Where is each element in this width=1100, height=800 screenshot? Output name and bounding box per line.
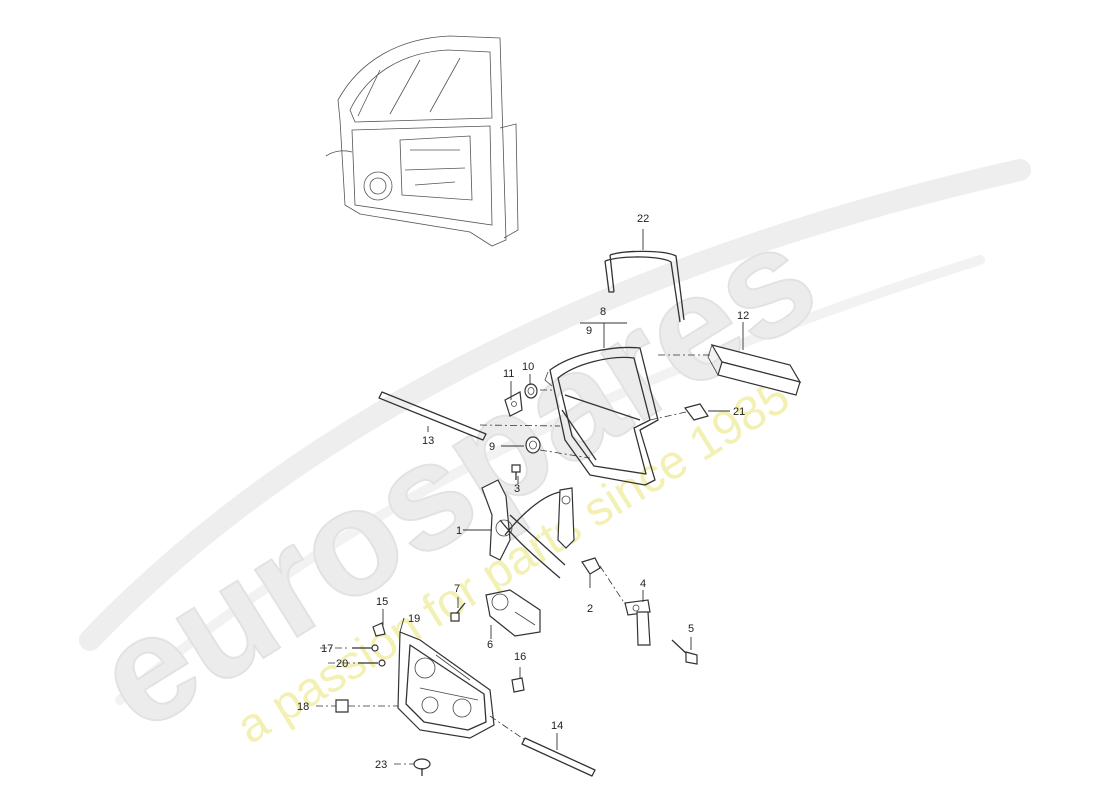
watermark: eurospares a passion for parts since 198… — [67, 159, 1031, 763]
part-3-screw — [511, 464, 521, 480]
leader-lines — [316, 229, 744, 765]
callout-3: 3 — [514, 483, 520, 495]
callout-19: 19 — [408, 613, 420, 625]
callout-11: 11 — [503, 368, 514, 380]
callout-16: 16 — [514, 651, 526, 663]
callout-7: 7 — [454, 583, 460, 595]
callout-18: 18 — [297, 701, 309, 713]
part-16-clip — [511, 677, 525, 693]
part-20-fastener — [358, 659, 386, 667]
callout-5: 5 — [688, 623, 694, 635]
callout-6: 6 — [487, 639, 493, 651]
callout-17: 17 — [321, 643, 333, 655]
callout-12: 12 — [737, 310, 749, 322]
part-18-bolt — [335, 699, 349, 713]
callout-21: 21 — [733, 406, 745, 418]
part-11-bracket — [504, 391, 523, 417]
callout-14: 14 — [551, 720, 563, 732]
part-21-clip — [683, 403, 709, 421]
watermark-swoosh — [79, 159, 1031, 651]
callout-22: 22 — [637, 213, 649, 225]
part-19-door-module-panel — [397, 631, 495, 739]
door-overview-illustration — [325, 35, 519, 247]
part-8-window-frame — [544, 346, 659, 486]
part-9-bushing — [525, 436, 541, 454]
part-10-bushing — [524, 383, 538, 399]
callout-4: 4 — [640, 578, 646, 590]
callout-13: 13 — [422, 435, 434, 447]
callout-20: 20 — [336, 658, 348, 670]
part-7-screw — [450, 602, 466, 622]
part-5-bolt — [671, 639, 698, 665]
callout-10: 10 — [522, 361, 534, 373]
part-17-fastener — [352, 644, 379, 652]
callout-9-lower: 9 — [489, 441, 495, 453]
callout-23: 23 — [375, 759, 387, 771]
part-4-bracket — [624, 599, 651, 646]
callout-2: 2 — [587, 603, 593, 615]
part-1-window-regulator — [481, 479, 575, 579]
callout-9-upper: 9 — [586, 325, 592, 337]
callout-15: 15 — [376, 596, 388, 608]
callout-labels: 22 8 9 12 10 11 13 9 3 1 21 2 4 5 6 7 15… — [297, 213, 749, 771]
part-12-cover-rail — [707, 344, 802, 396]
part-6-window-motor — [485, 589, 541, 637]
part-2-clip — [581, 557, 601, 575]
part-13-seal-strip — [378, 391, 487, 441]
part-22-window-channel — [604, 250, 685, 323]
part-14-seal-strip — [521, 737, 596, 777]
callout-1: 1 — [456, 525, 462, 537]
watermark-swoosh-inner — [115, 255, 985, 705]
part-23-clip — [413, 758, 431, 776]
callout-8: 8 — [600, 306, 606, 318]
part-15-clip — [372, 622, 386, 637]
